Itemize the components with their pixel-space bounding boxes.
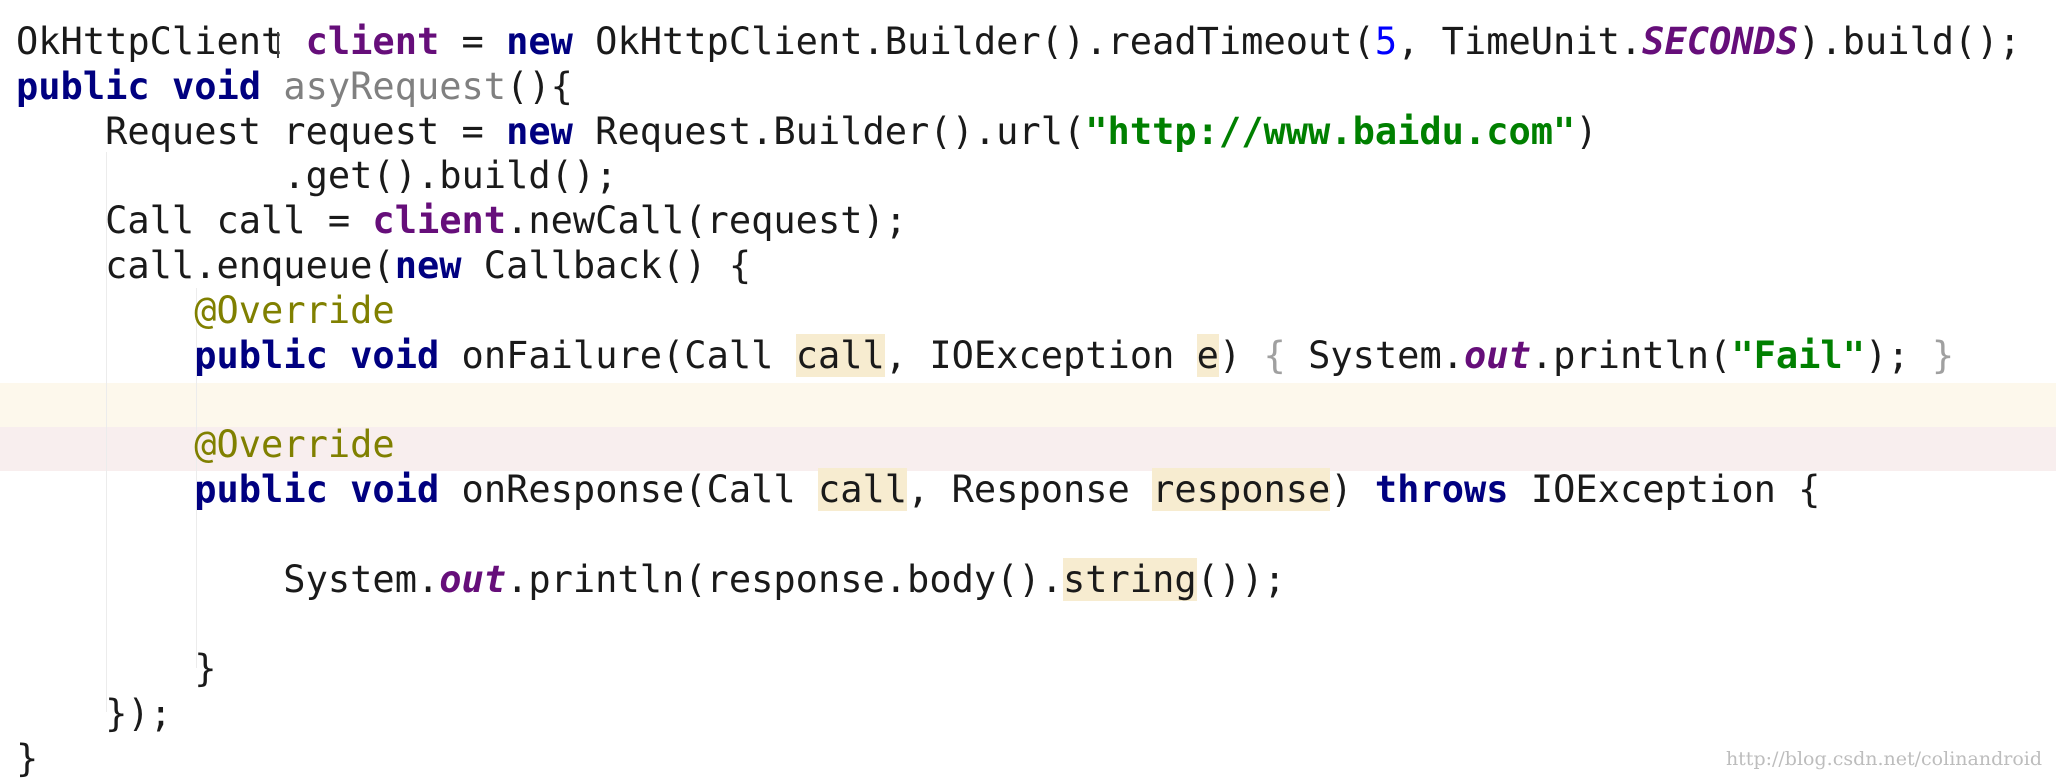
- code-token: [150, 65, 172, 108]
- code-token: , Response: [907, 467, 1153, 511]
- code-token: throws: [1374, 467, 1509, 511]
- code-token: .println(: [1530, 333, 1732, 377]
- code-token: [283, 20, 305, 63]
- indent-guide: [106, 152, 107, 712]
- code-token: [328, 468, 350, 511]
- code-token: onResponse(Call: [439, 467, 818, 511]
- code-token: client: [372, 199, 507, 243]
- code-token: }: [1931, 333, 1955, 377]
- code-token: [328, 334, 350, 377]
- code-token: });: [16, 691, 172, 735]
- code-token: ());: [1196, 557, 1286, 601]
- code-line[interactable]: }: [16, 647, 2021, 692]
- line-highlight: [0, 427, 2056, 471]
- code-token: , IOException: [884, 333, 1197, 377]
- code-token: }: [16, 647, 217, 691]
- code-token: public: [194, 467, 328, 511]
- code-token: public: [16, 64, 150, 108]
- code-token: OkHttpClient: [16, 20, 284, 63]
- code-token: [16, 468, 194, 511]
- code-token: (){: [506, 64, 573, 108]
- code-token: new: [506, 20, 573, 63]
- code-line[interactable]: }: [16, 737, 2021, 782]
- code-token: ): [1575, 109, 1598, 153]
- code-line[interactable]: [16, 378, 2021, 423]
- code-token: @Override: [194, 288, 395, 332]
- code-token: string: [1062, 557, 1197, 601]
- code-line[interactable]: [16, 602, 2021, 647]
- code-token: ): [1218, 333, 1264, 377]
- code-token: 5: [1374, 20, 1398, 63]
- code-token: =: [439, 20, 507, 63]
- code-token: call: [795, 333, 885, 377]
- code-token: .get().build();: [16, 154, 618, 198]
- code-token: out: [1464, 333, 1531, 377]
- code-token: e: [1196, 333, 1219, 377]
- code-line[interactable]: call.enqueue(new Callback() {: [16, 244, 2021, 289]
- code-line[interactable]: public void onFailure(Call call, IOExcep…: [16, 333, 2021, 379]
- code-token: Request request =: [16, 109, 507, 153]
- code-token: new: [506, 109, 573, 153]
- code-text[interactable]: OkHttpClient client = new OkHttpClient.B…: [16, 0, 2021, 782]
- code-line[interactable]: .get().build();: [16, 154, 2021, 199]
- code-line[interactable]: public void asyRequest(){: [16, 65, 2021, 110]
- code-token: .newCall(request);: [506, 199, 908, 243]
- code-token: out: [439, 557, 507, 601]
- code-line[interactable]: [16, 513, 2021, 558]
- code-token: [16, 423, 194, 466]
- code-token: System.: [16, 557, 440, 601]
- code-token: Request.Builder().url(: [572, 109, 1086, 153]
- code-token: call.enqueue(: [16, 243, 395, 287]
- code-token: onFailure(Call: [439, 333, 796, 377]
- code-line[interactable]: public void onResponse(Call call, Respon…: [16, 467, 2021, 513]
- text-cursor: [277, 32, 280, 58]
- code-token: System.: [1285, 333, 1465, 377]
- code-token: ): [1330, 467, 1375, 511]
- code-token: , TimeUnit.: [1397, 20, 1643, 63]
- code-token: call: [817, 467, 908, 511]
- code-token: "http://www.baidu.com": [1085, 109, 1576, 153]
- code-token: void: [350, 333, 440, 377]
- code-token: @Override: [194, 423, 395, 467]
- code-token: asyRequest: [283, 64, 507, 108]
- code-token: }: [16, 736, 39, 780]
- code-token: void: [171, 64, 262, 108]
- code-token: OkHttpClient.Builder().readTimeout(: [572, 20, 1375, 63]
- code-token: public: [194, 333, 328, 377]
- code-token: );: [1864, 333, 1932, 377]
- code-line[interactable]: });: [16, 692, 2021, 737]
- code-token: "Fail": [1731, 333, 1865, 377]
- code-token: Call call =: [16, 199, 373, 243]
- code-line[interactable]: Call call = client.newCall(request);: [16, 199, 2021, 244]
- code-token: response: [1152, 467, 1331, 511]
- code-token: new: [394, 243, 462, 287]
- code-token: Callback() {: [461, 243, 752, 287]
- code-line[interactable]: System.out.println(response.body().strin…: [16, 557, 2021, 603]
- code-line[interactable]: OkHttpClient client = new OkHttpClient.B…: [16, 20, 2021, 65]
- indent-guide: [196, 288, 197, 668]
- code-token: ).build();: [1798, 20, 2021, 63]
- code-token: IOException {: [1508, 467, 1821, 511]
- code-line[interactable]: @Override: [16, 289, 2021, 334]
- code-token: [261, 65, 283, 108]
- code-line[interactable]: Request request = new Request.Builder().…: [16, 110, 2021, 155]
- current-line-highlight: [0, 383, 2056, 427]
- watermark: http://blog.csdn.net/colinandroid: [1725, 748, 2042, 770]
- code-token: void: [350, 467, 440, 511]
- code-line[interactable]: @Override: [16, 423, 2021, 468]
- code-token: .println(response.body().: [506, 557, 1063, 601]
- code-token: {: [1263, 333, 1286, 377]
- code-token: SECONDS: [1642, 20, 1799, 63]
- code-token: [16, 334, 194, 377]
- code-token: client: [305, 20, 440, 63]
- code-token: [16, 289, 194, 332]
